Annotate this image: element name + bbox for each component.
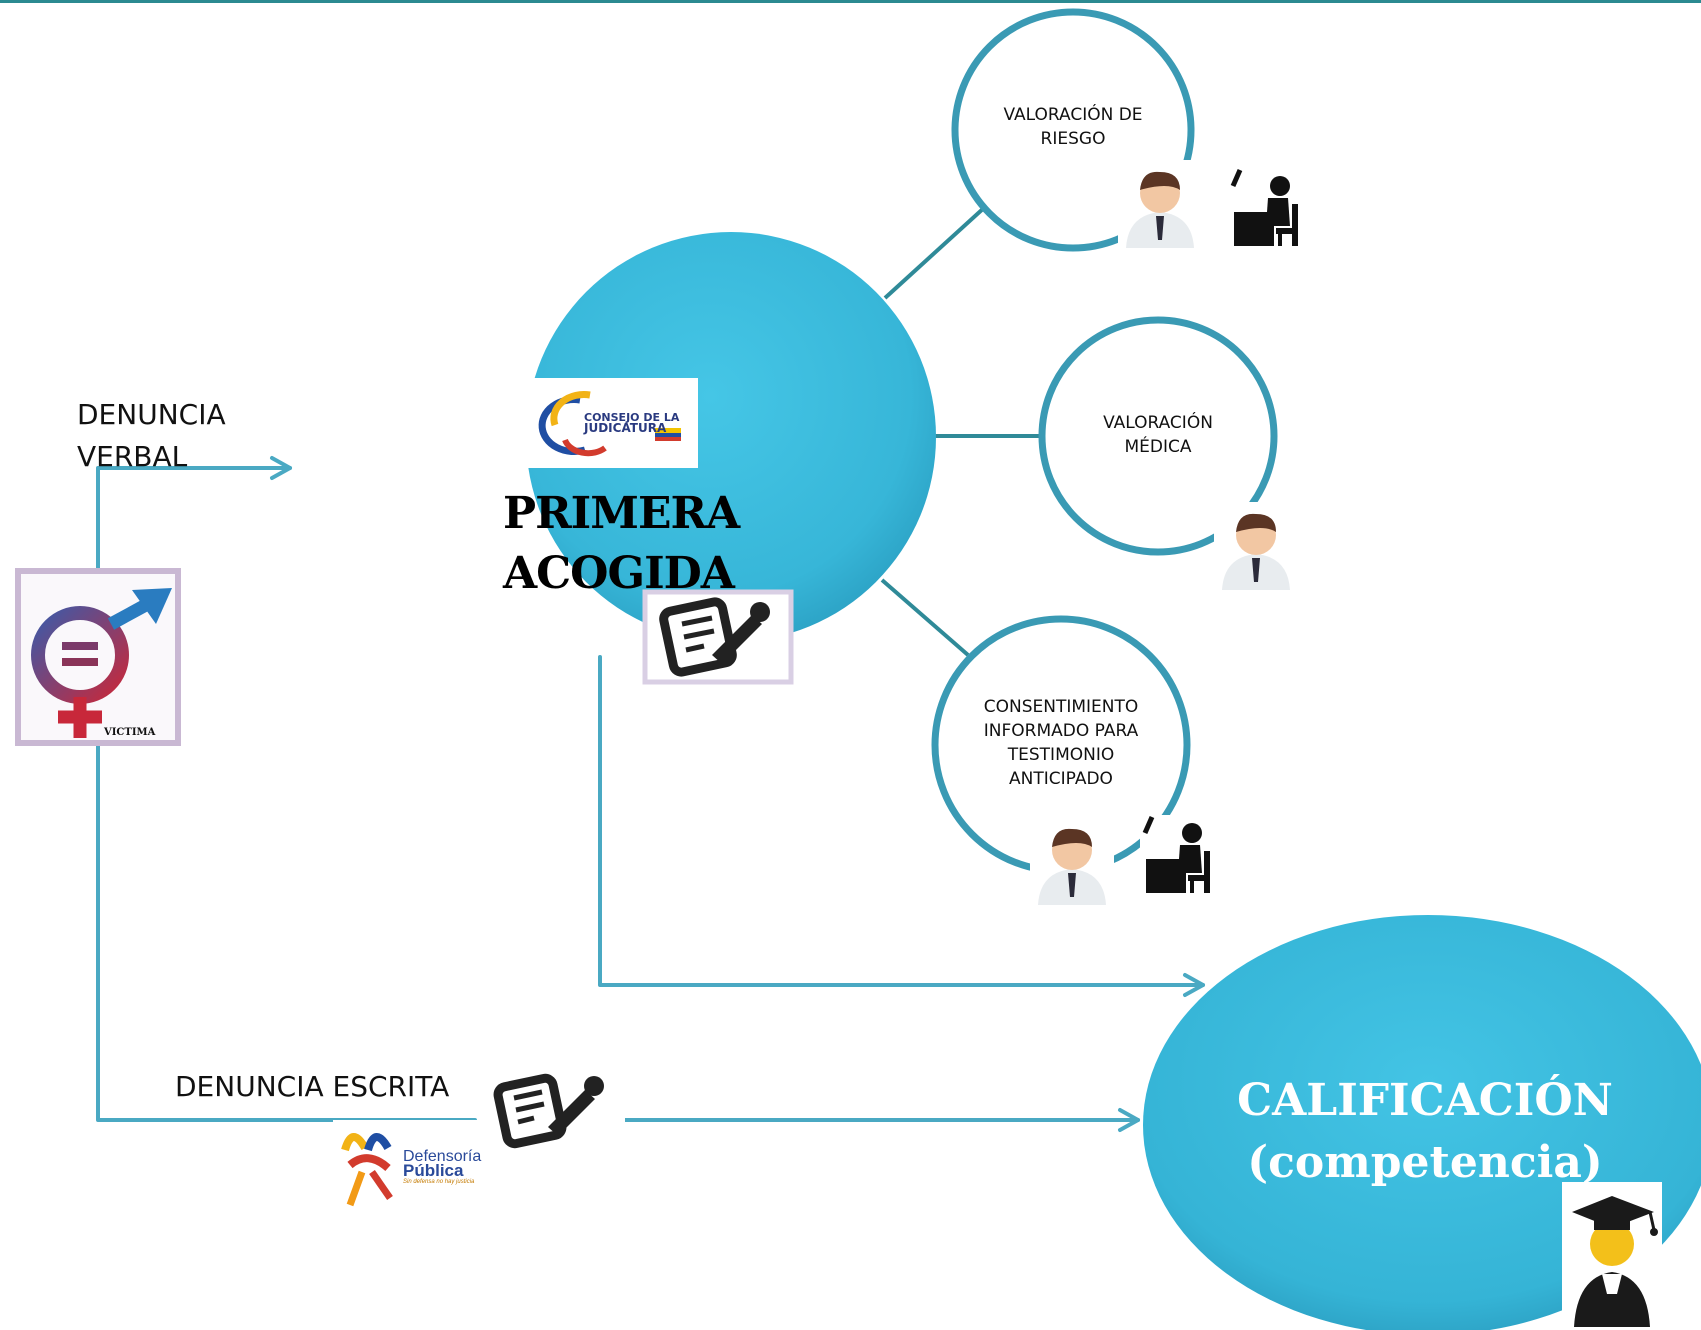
doctor-icon-medica [1214,502,1298,590]
primera-acogida-circle [526,232,936,642]
medica-line2: MÉDICA [1124,437,1192,457]
denuncia-verbal-line2: VERBAL [77,440,188,473]
defensoria-line2: Pública [403,1161,464,1180]
calificacion-title: CALIFICACIÓN (competencia) [1185,1070,1665,1194]
arrowhead-verbal [270,456,292,480]
connector-riesgo [883,205,987,300]
arrow-primera-to-calificacion [598,655,1205,987]
defensoria-logo [333,1120,493,1212]
judicatura-logo [520,378,698,468]
denuncia-escrita-label: DENUNCIA ESCRITA [175,1070,450,1103]
doctor-icon-riesgo [1118,160,1202,248]
judicatura-line2: JUDICATURA [584,421,667,435]
denuncia-verbal-label: DENUNCIA VERBAL [77,394,226,478]
primera-acogida-title: PRIMERA ACOGIDA [503,484,740,604]
riesgo-line2: RIESGO [1040,129,1106,149]
document-pen-icon-escrita [490,1065,625,1153]
connector-lines [880,205,1040,657]
consentimiento-label: CONSENTIMIENTO INFORMADO PARA TESTIMONIO… [961,695,1161,791]
medica-label: VALORACIÓN MÉDICA [1068,411,1248,459]
riesgo-label: VALORACIÓN DE RIESGO [983,103,1163,151]
consentimiento-line1: CONSENTIMIENTO [983,697,1139,717]
judicatura-logo-text: CONSEJO DE LA JUDICATURA [584,412,679,434]
gender-equality-icon [15,568,181,746]
consentimiento-line3: TESTIMONIO [1007,745,1115,765]
top-border [0,0,1701,3]
medica-circle [1038,316,1278,556]
denuncia-verbal-line1: DENUNCIA [77,398,226,431]
arrow-denuncia-escrita-a [96,743,477,1122]
primera-acogida-line2: ACOGIDA [503,548,735,599]
judge-graduate-icon [1562,1182,1662,1327]
consentimiento-line4: ANTICIPADO [1009,769,1113,789]
arrowhead-primera [1183,973,1205,997]
arrow-denuncia-verbal [96,466,292,576]
consentimiento-line2: INFORMADO PARA [983,721,1139,741]
connector-consentimiento [880,578,970,657]
doctor-icon-consentimiento [1030,817,1114,905]
defensoria-logo-text: Defensoría Pública Sin defensa no hay ju… [403,1148,482,1186]
calificacion-line2: (competencia) [1247,1137,1603,1188]
calificacion-circle [1143,915,1701,1330]
calificacion-line1: CALIFICACIÓN [1237,1075,1613,1126]
arrowhead-escrita [1118,1108,1140,1132]
desk-worker-icon-consentimiento [1140,815,1224,895]
riesgo-line1: VALORACIÓN DE [1003,105,1143,125]
desk-worker-icon-riesgo [1228,168,1312,248]
defensoria-line1: Defensoría [403,1148,482,1165]
defensoria-tagline: Sin defensa no hay justicia [403,1179,475,1185]
victima-caption: VICTIMA [104,727,156,738]
judicatura-line1: CONSEJO DE LA [584,411,680,424]
primera-acogida-line1: PRIMERA [503,488,740,539]
medica-line1: VALORACIÓN [1103,413,1213,433]
document-pen-icon [642,589,794,685]
